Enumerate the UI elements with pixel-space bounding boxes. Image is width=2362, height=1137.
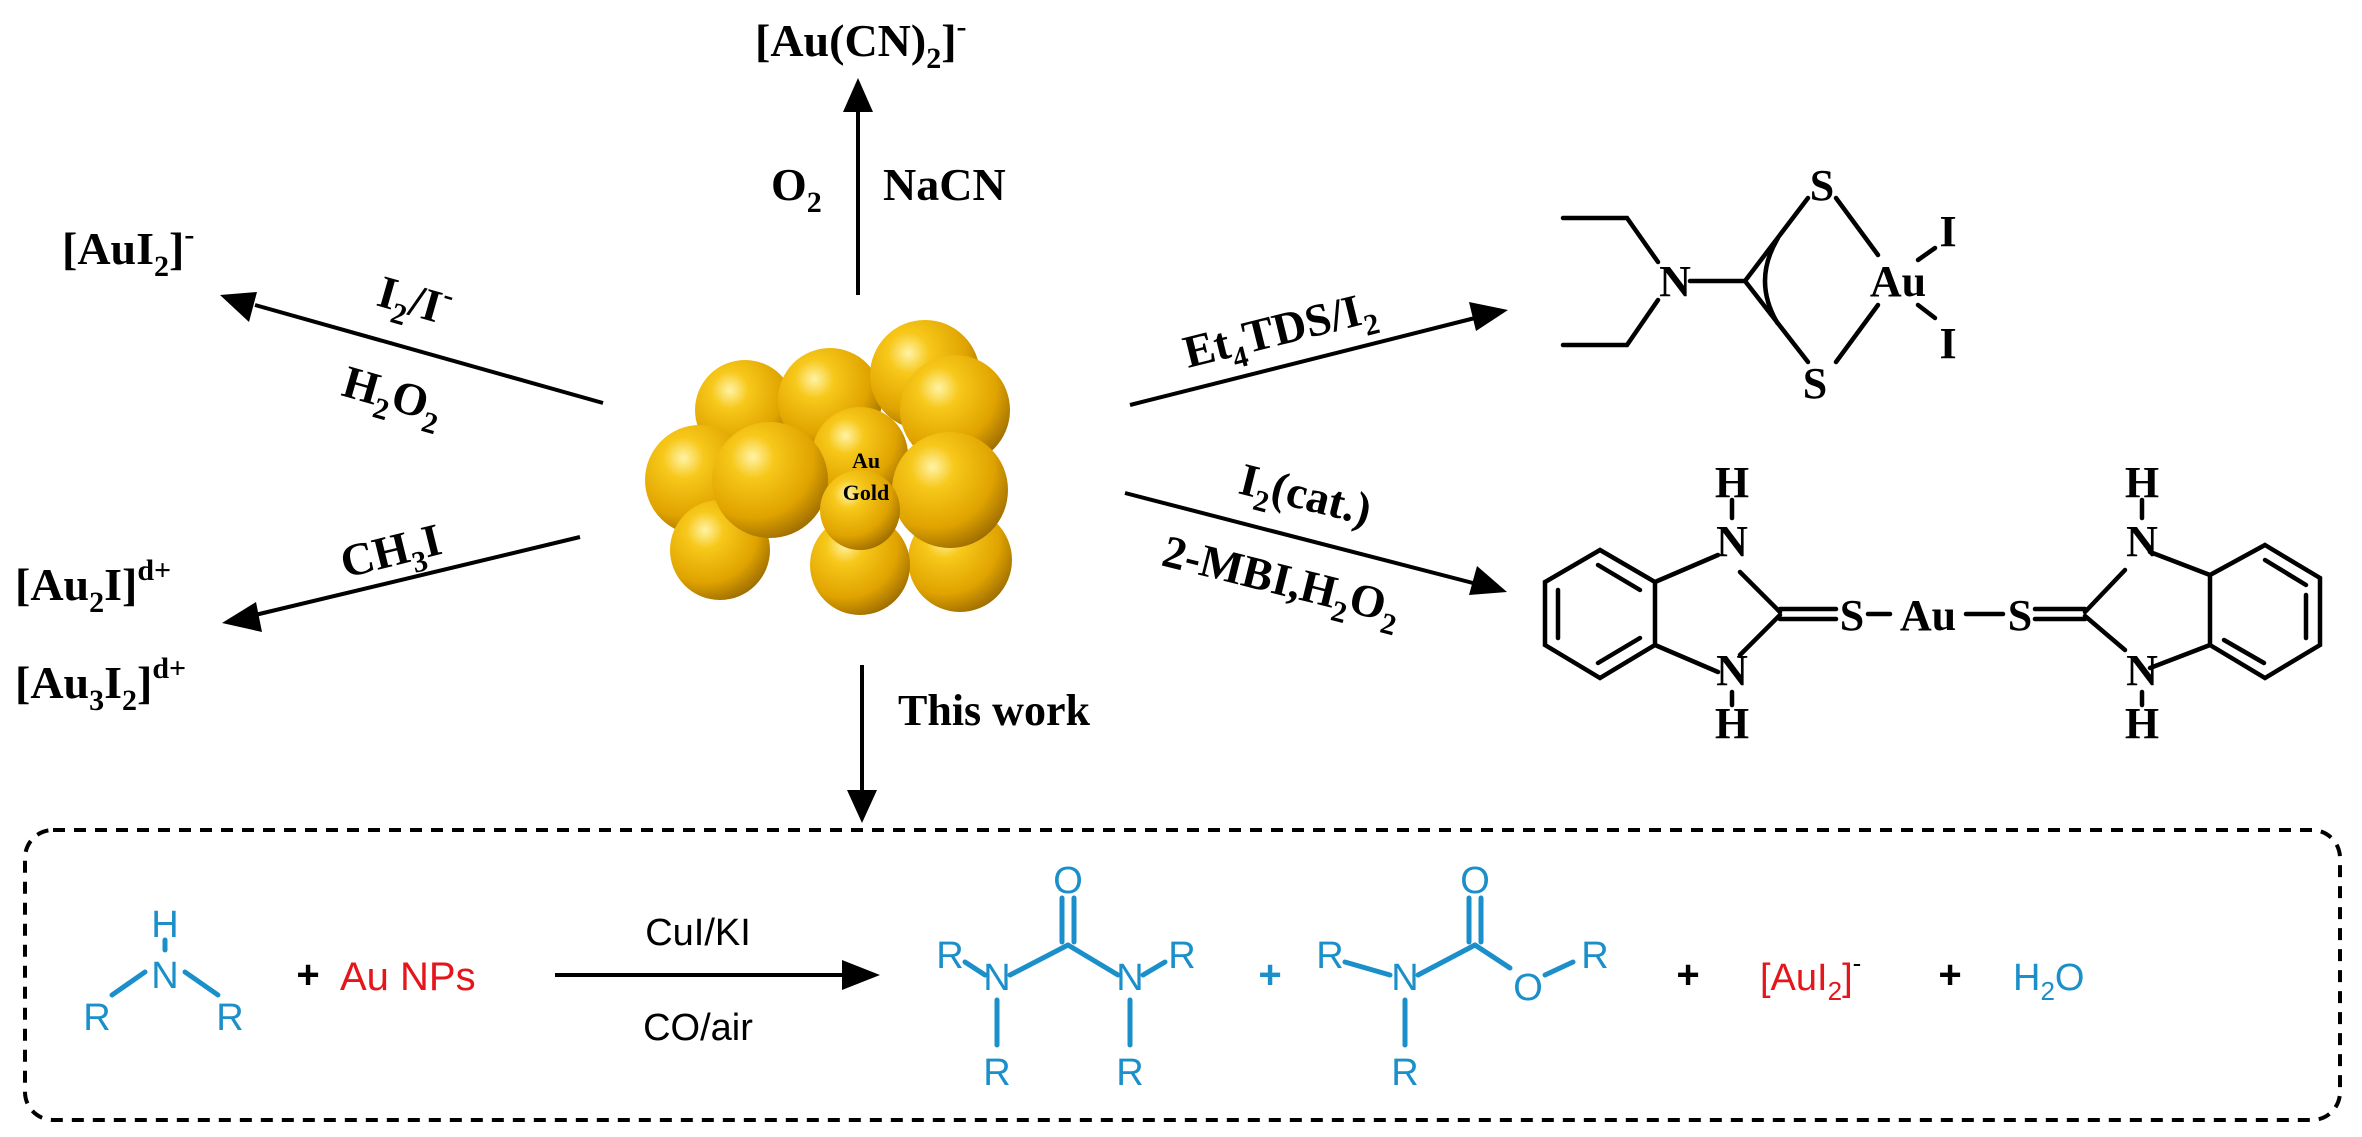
left-bottom-product-2: [Au3I2]d+	[15, 652, 186, 717]
gold-sphere	[892, 432, 1008, 548]
arrow-to-top-product	[843, 78, 873, 295]
atom-au: Au	[1870, 257, 1926, 306]
left-top-product: [AuI2]-	[62, 218, 194, 283]
atom-h: H	[1715, 458, 1749, 507]
amine-r-right: R	[216, 997, 243, 1039]
arrow-to-dithiocarbamate-complex	[1129, 302, 1508, 407]
atom-n: N	[1659, 257, 1691, 306]
plus-sign: +	[296, 953, 319, 997]
cluster-label-gold: Gold	[843, 480, 889, 505]
atom-s: S	[1840, 591, 1864, 640]
atom-n: N	[1716, 646, 1748, 695]
atom-s-top: S	[1810, 161, 1834, 210]
cluster-label-au: Au	[852, 448, 880, 473]
top-reagent-o2: O2	[771, 159, 822, 219]
atom-s-bottom: S	[1803, 359, 1827, 408]
gold-sphere	[712, 422, 828, 538]
mbi-gold-complex	[1542, 497, 2323, 708]
plus-sign: +	[1938, 953, 1961, 997]
arrow-to-left-top-product	[220, 292, 604, 405]
right-bottom-reagent-line2: 2-MBI,H2O2	[1155, 525, 1406, 642]
scheme-box	[23, 828, 2342, 1122]
carbamate-r: R	[1391, 1052, 1418, 1094]
carbamate-product	[1342, 895, 1576, 1048]
carbamate-r: R	[1581, 935, 1608, 977]
carbamate-n: N	[1391, 957, 1418, 999]
au-nps-label: Au NPs	[340, 955, 476, 999]
gold-cluster	[645, 320, 1012, 615]
atom-h: H	[2125, 699, 2159, 748]
atom-au: Au	[1900, 591, 1956, 640]
atom-n: N	[1716, 517, 1748, 566]
atom-n: N	[2126, 517, 2158, 566]
urea-r: R	[936, 935, 963, 977]
arrow-this-work	[847, 665, 877, 823]
conditions-bottom: CO/air	[643, 1007, 753, 1049]
atom-n: N	[2126, 646, 2158, 695]
amine-n: N	[151, 955, 178, 997]
aui2-product: [AuI2]-	[1760, 948, 1861, 1006]
carbamate-o-ester: O	[1513, 967, 1543, 1009]
urea-product	[962, 895, 1168, 1048]
dithiocarbamate-gold-complex	[1560, 195, 1938, 365]
amine-reactant	[109, 937, 221, 998]
urea-r: R	[1116, 1052, 1143, 1094]
plus-sign: +	[1676, 953, 1699, 997]
arrow-to-mbi-complex	[1124, 491, 1507, 595]
top-reagent-nacn: NaCN	[883, 159, 1006, 210]
atom-s: S	[2008, 591, 2032, 640]
top-product: [Au(CN)2]-	[755, 10, 967, 75]
plus-sign: +	[1258, 953, 1281, 997]
carbamate-r: R	[1316, 935, 1343, 977]
urea-r: R	[983, 1052, 1010, 1094]
atom-h: H	[1715, 699, 1749, 748]
atom-h: H	[2125, 458, 2159, 507]
amine-r-left: R	[83, 997, 110, 1039]
conditions-top: CuI/KI	[645, 912, 751, 954]
urea-r: R	[1168, 935, 1195, 977]
this-work-label: This work	[898, 686, 1090, 735]
urea-n-right: N	[1116, 957, 1143, 999]
atom-i-bottom: I	[1939, 319, 1956, 368]
right-top-reagent: Et4TDS/I2	[1178, 281, 1383, 387]
urea-o: O	[1053, 860, 1083, 902]
left-top-reagent-line2: H2O2	[335, 356, 449, 442]
water-product: H2O	[2013, 957, 2084, 1006]
right-bottom-reagent-line1: I2(cat.)	[1232, 453, 1376, 544]
amine-h: H	[151, 904, 178, 946]
urea-n-left: N	[983, 957, 1010, 999]
atom-i-top: I	[1939, 207, 1956, 256]
arrow-to-left-bottom-products	[222, 535, 581, 632]
carbamate-o-top: O	[1460, 860, 1490, 902]
left-top-reagent-line1: I2/I-	[370, 261, 459, 344]
reaction-arrow	[555, 960, 880, 990]
gold-sphere	[820, 470, 900, 550]
left-bottom-product-1: [Au2I]d+	[15, 554, 171, 619]
